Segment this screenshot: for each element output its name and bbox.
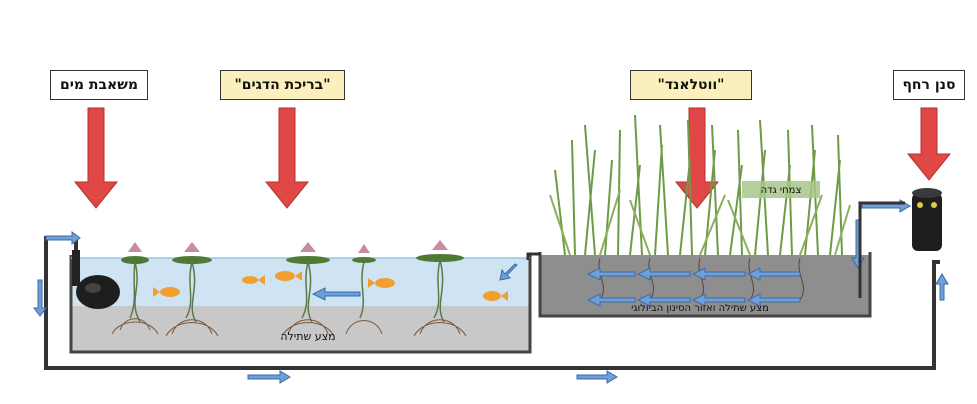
red-arrows: [73, 107, 952, 209]
fish-pond-water: [71, 258, 530, 308]
lily-plant: [165, 242, 219, 337]
fish-pond-down-arrow: [264, 107, 310, 209]
fish-icon: [483, 291, 508, 301]
reeds-label: צמחי גדה: [761, 185, 802, 196]
fish-icon: [275, 271, 302, 281]
fish-icon: [368, 278, 395, 288]
overflow-pipe: [526, 252, 540, 260]
lily-plant: [413, 240, 467, 337]
flow-arrows: [33, 199, 949, 384]
pre-filter-label: סנן רחף: [893, 70, 965, 100]
pre-filter-down-arrow: [906, 107, 952, 181]
wetland-roots: [598, 257, 805, 301]
fish-pond-label: "בריכת הדגים": [220, 70, 345, 100]
fish-icon: [242, 275, 265, 285]
fish-pond-substrate-label: מצע שתילה: [280, 330, 335, 343]
lily-plant: [281, 242, 335, 337]
wetland-substrate-label: מצע שתילה ואזור הסינון הביולוגי: [631, 303, 769, 314]
goldfish: [153, 271, 508, 301]
wetland-label: "ווטלאנד": [630, 70, 752, 100]
lily-plant: [111, 242, 159, 335]
pre-filter-icon: [912, 188, 942, 251]
fish-pond-substrate: [71, 306, 530, 351]
water-lilies: [111, 240, 467, 337]
pump-down-arrow: [73, 107, 119, 209]
filter-pipe: [858, 201, 905, 298]
pump-label: משאבת מים: [50, 70, 148, 100]
fish-icon: [153, 287, 180, 297]
lily-plant: [345, 244, 383, 335]
reeds-label-bg: [742, 181, 820, 198]
pump-icon: [72, 250, 120, 309]
